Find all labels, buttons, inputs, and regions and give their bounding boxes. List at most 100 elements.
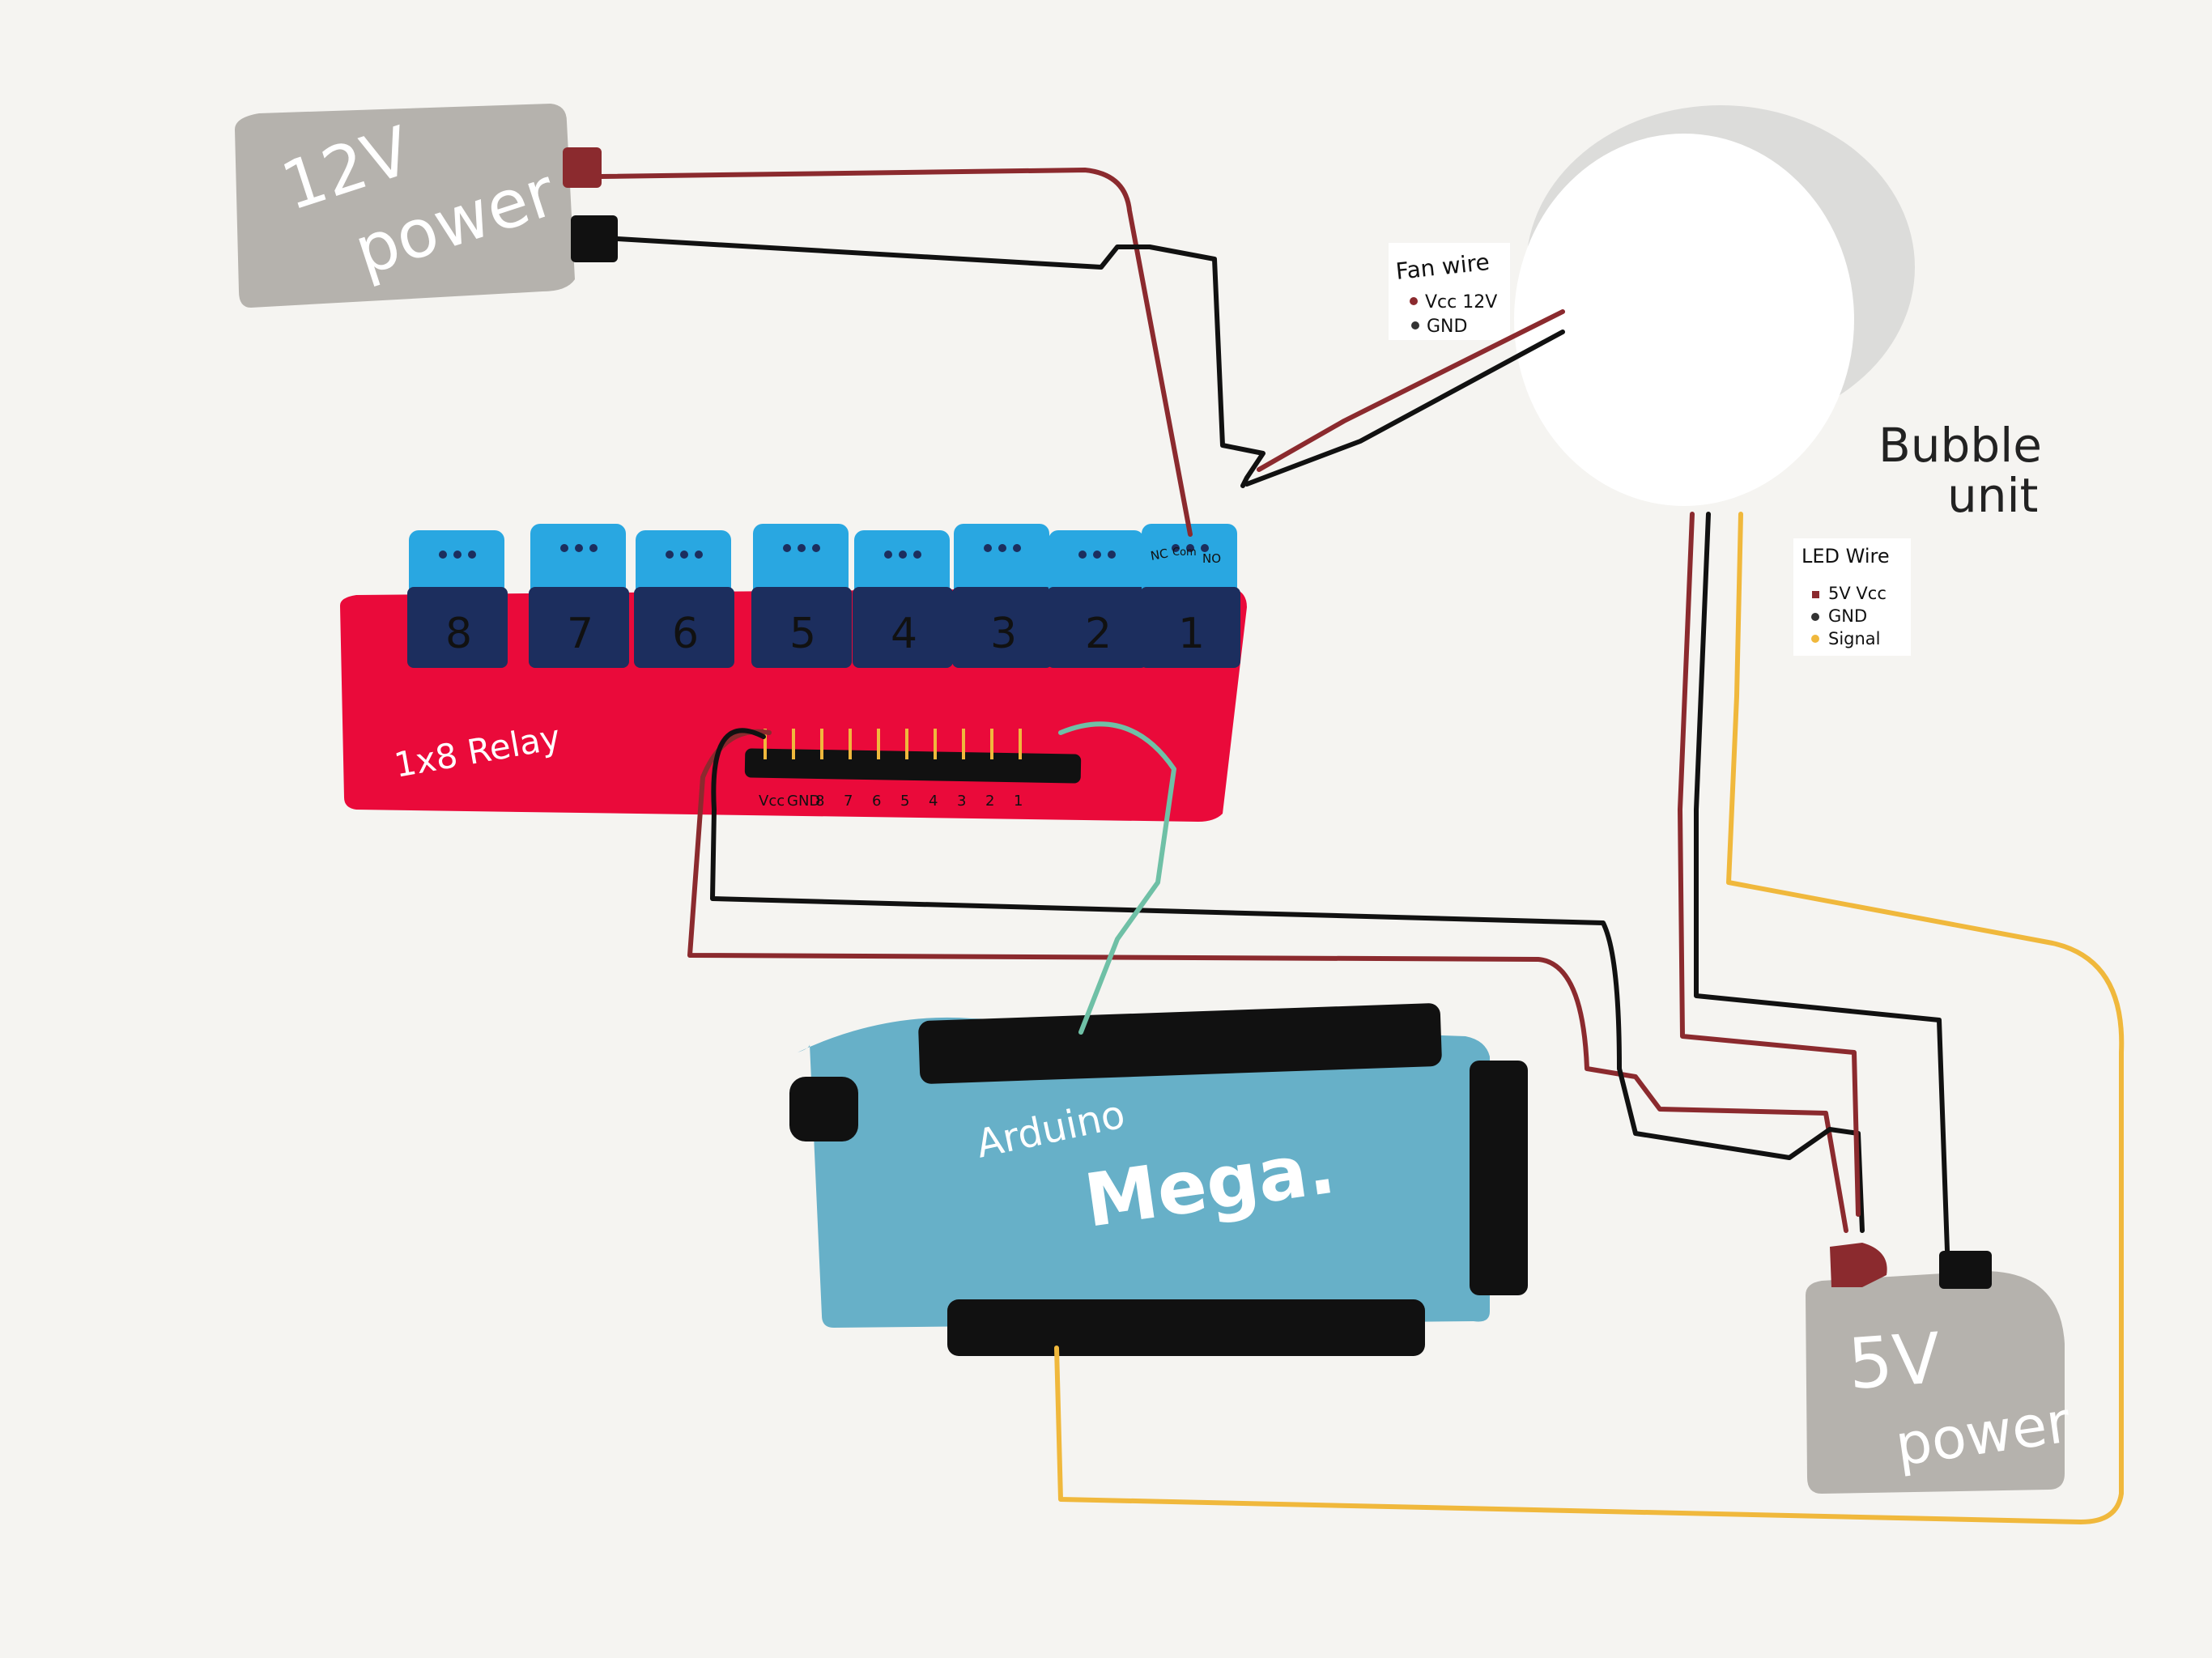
relay-number-label: 5 [789,610,816,658]
wire-relay-vcc-to-5v [687,729,1848,1233]
bubble-unit-body [1514,134,1854,506]
wire-led-signal [1054,512,2125,1524]
relay-5-coil [751,587,852,668]
relay-4-coil [853,587,953,668]
power-supply-12v-body [235,104,575,308]
relay-number-label: 2 [1085,610,1112,658]
relay-8-terminal-screw [453,551,462,559]
arduino-top-header [918,1003,1442,1084]
relay-6-terminal-screw [680,551,688,559]
relay-1-terminal-screw [1201,544,1209,552]
relay-3-coil [952,587,1053,668]
arduino-side-header [1470,1061,1528,1295]
relay-4-terminal-screw [884,551,892,559]
relay-pin-label: 6 [872,793,881,810]
relay-pin-label: Vcc [759,793,785,810]
bubble-unit-subtitle: unit [1947,468,2038,523]
led-legend-vcc-swatch [1812,591,1819,598]
relay-3-terminal-screw [998,544,1006,552]
relay-8-coil [407,587,508,668]
power-supply-12v: 12V power [235,104,618,308]
fan-legend-vcc-label: Vcc 12V [1425,292,1497,312]
relay-number-label: 1 [1178,610,1205,658]
wire-12v-vcc-to-relay1 [599,168,1193,537]
relay-5-terminal-screw [783,544,791,552]
power-12v-negative-terminal [571,215,618,262]
wire-relay-gnd-to-5v [710,728,1865,1233]
relay-5-terminal-screw [812,544,820,552]
arduino-board-body [798,1017,1490,1328]
relay-number-label: 7 [567,610,593,658]
fan-legend-gnd-label: GND [1427,317,1467,337]
led-legend-title: LED Wire [1802,545,1890,568]
wire-led-vcc [1678,512,1861,1217]
relay-8-terminal-screw [468,551,476,559]
relay-8-terminal-screw [439,551,447,559]
power-supply-5v: 5V power [1806,1243,2074,1494]
led-wire-legend: LED Wire 5V Vcc GND Signal [1793,538,1911,656]
relay-pin-label: 4 [929,793,938,810]
relay-4-terminal-screw [913,551,921,559]
led-legend-gnd-dot [1811,613,1819,621]
arduino-power-jack [789,1077,858,1141]
led-legend-gnd-label: GND [1828,606,1867,626]
relay-pin-label: 3 [957,793,966,810]
relay-pin-label: GND [787,793,820,810]
relay-7-terminal-screw [560,544,568,552]
relay-7-terminal-screw [589,544,598,552]
relay1-no-label: NO [1202,551,1221,566]
wire-led-gnd [1694,512,1950,1253]
relay-4-terminal-screw [899,551,907,559]
relay-2-terminal-screw [1108,551,1116,559]
wire-relay1-to-fan-vcc [1257,309,1565,472]
fan-legend-gnd-dot [1411,321,1419,329]
led-legend-vcc-label: 5V Vcc [1828,584,1887,603]
relay-number-label: 8 [445,610,472,658]
relay-number-label: 3 [990,610,1017,658]
relay-1-terminal-screw [1172,544,1180,552]
wire-fan-gnd [1244,329,1565,487]
relay-pin-label: 8 [815,793,824,810]
relay-6-terminal-screw [695,551,703,559]
fan-legend-vcc-dot [1410,297,1418,305]
relay-7-coil [529,587,629,668]
relay-pin-label: 7 [844,793,853,810]
relay-number-label: 4 [891,610,917,658]
relay-3-terminal-screw [984,544,992,552]
relay-pin-label: 5 [900,793,909,810]
relay-2-coil [1047,587,1147,668]
power-12v-positive-terminal [563,147,602,188]
relay-6-terminal-screw [666,551,674,559]
fan-legend-box [1389,243,1510,340]
power-supply-5v-body [1806,1271,2065,1494]
led-legend-signal-label: Signal [1828,629,1881,648]
fan-wire-legend: Fan wire Vcc 12V GND [1389,243,1510,340]
wire-relay-signal-to-arduino [1058,721,1176,1035]
relay-1-coil [1140,587,1240,668]
relay-6-coil [634,587,734,668]
relay-7-terminal-screw [575,544,583,552]
relay-2-terminal-screw [1078,551,1087,559]
relay-2-terminal-screw [1093,551,1101,559]
relay1-com-label: Com [1172,546,1197,559]
relay-modules: 8 7 6 5 4 3 2 1 [407,524,1240,668]
relay-1-terminal-screw [1186,544,1194,552]
wire-12v-gnd-to-fan [615,236,1266,488]
power-5v-negative-terminal [1939,1251,1992,1289]
relay-3-terminal-screw [1013,544,1021,552]
led-legend-signal-dot [1811,635,1819,643]
bubble-unit: Bubble unit [1514,105,2042,523]
wires [599,168,2125,1524]
arduino-bottom-header [947,1299,1425,1356]
relay-pin-label: 2 [985,793,994,810]
power-5v-positive-terminal [1830,1243,1887,1287]
relay1-nc-label: NC [1150,546,1169,563]
relay-pin-label: 1 [1014,793,1023,810]
bubble-unit-title: Bubble [1878,418,2042,473]
relay-header-strip [744,748,1082,784]
relay-number-label: 6 [672,610,699,658]
relay-5-terminal-screw [798,544,806,552]
